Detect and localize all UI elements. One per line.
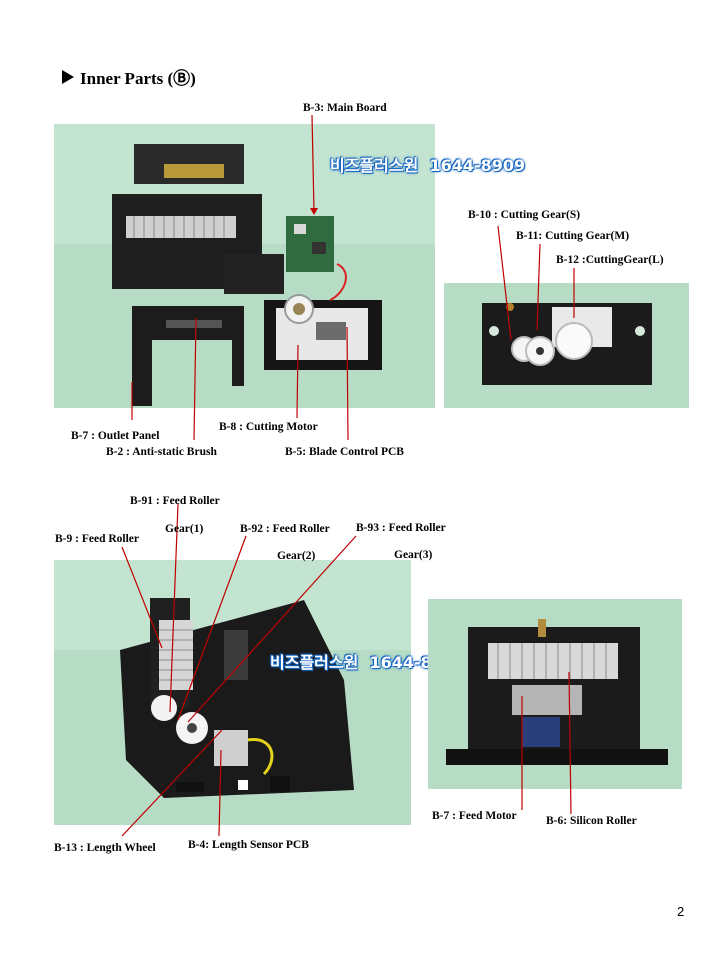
label-b12: B-12 :CuttingGear(L) — [556, 254, 664, 266]
photo-feed-motor — [428, 599, 682, 789]
page-title: Inner Parts (Ⓑ) — [62, 64, 196, 89]
feed-rollers-illustration — [54, 560, 411, 825]
cutting-gears-illustration — [444, 283, 689, 408]
label-b6: B-6: Silicon Roller — [546, 815, 637, 827]
label-b2: B-2 : Anti-static Brush — [106, 446, 217, 458]
label-b93-line2: Gear(3) — [394, 549, 433, 561]
label-b3: B-3: Main Board — [303, 102, 387, 114]
label-b93-line1: B-93 : Feed Roller — [356, 522, 446, 534]
label-b92-line2: Gear(2) — [277, 550, 316, 562]
heading-text: Inner Parts (Ⓑ) — [80, 69, 196, 88]
label-b91-line1: B-91 : Feed Roller — [130, 495, 220, 507]
photo-cutting-gears — [444, 283, 689, 408]
label-b5: B-5: Blade Control PCB — [285, 446, 404, 458]
label-b8: B-8 : Cutting Motor — [219, 421, 318, 433]
photo-feed-rollers: 비즈플러스원 1644-8909 — [54, 560, 465, 825]
triangle-bullet-icon — [62, 69, 74, 84]
watermark-phone: 1644-8909 — [429, 156, 526, 175]
label-b91-line2: Gear(1) — [165, 523, 204, 535]
page-number: 2 — [677, 904, 685, 919]
watermark: 비즈플러스원 1644-8909 — [330, 152, 525, 176]
label-b92-line1: B-92 : Feed Roller — [240, 523, 330, 535]
feed-motor-illustration — [428, 599, 682, 789]
label-b4: B-4: Length Sensor PCB — [188, 839, 309, 851]
photo-cutter-disassembled: 비즈플러스원 1644-8909 — [54, 124, 525, 408]
label-b9: B-9 : Feed Roller — [55, 533, 139, 545]
watermark-brand: 비즈플러스원 — [330, 156, 419, 175]
label-b10: B-10 : Cutting Gear(S) — [468, 209, 581, 221]
label-b7-feed: B-7 : Feed Motor — [432, 810, 517, 822]
label-b13: B-13 : Length Wheel — [54, 842, 156, 854]
cutter-parts-illustration — [54, 124, 435, 408]
label-b7-outlet: B-7 : Outlet Panel — [71, 430, 160, 442]
label-b11: B-11: Cutting Gear(M) — [516, 230, 630, 242]
watermark-brand: 비즈플러스원 — [270, 653, 359, 672]
